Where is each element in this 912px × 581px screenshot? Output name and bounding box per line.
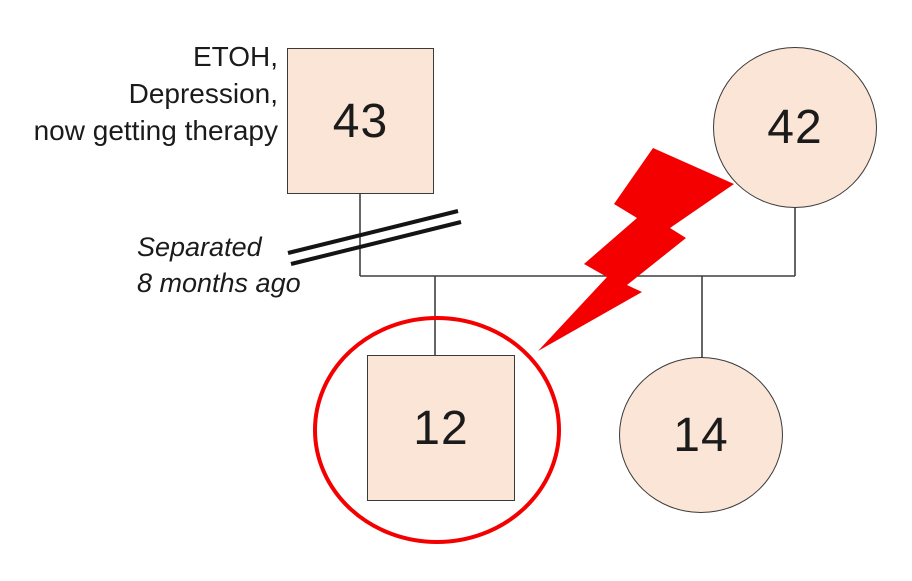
- separation-note: Separated 8 months ago: [137, 229, 301, 301]
- separation-note-line: 8 months ago: [137, 268, 301, 298]
- index-patient-ring: [313, 316, 561, 544]
- conflict-lightning-bolt-icon: [538, 148, 734, 351]
- mother-age: 42: [767, 101, 823, 154]
- father-note-line: Depression,: [128, 78, 278, 109]
- father-note: ETOH, Depression, now getting therapy: [0, 38, 278, 149]
- father-age: 43: [332, 94, 389, 148]
- father-square: 43: [287, 48, 434, 194]
- separation-slash-lower: [290, 220, 462, 266]
- father-note-line: ETOH,: [192, 41, 278, 72]
- son-square: 12: [367, 355, 515, 501]
- daughter-age: 14: [673, 408, 729, 462]
- daughter-circle: 14: [619, 357, 783, 513]
- mother-circle: 42: [713, 47, 877, 208]
- separation-slash-upper: [287, 209, 459, 255]
- father-note-line: now getting therapy: [33, 115, 278, 146]
- separation-note-line: Separated: [137, 232, 262, 262]
- son-age: 12: [413, 401, 469, 455]
